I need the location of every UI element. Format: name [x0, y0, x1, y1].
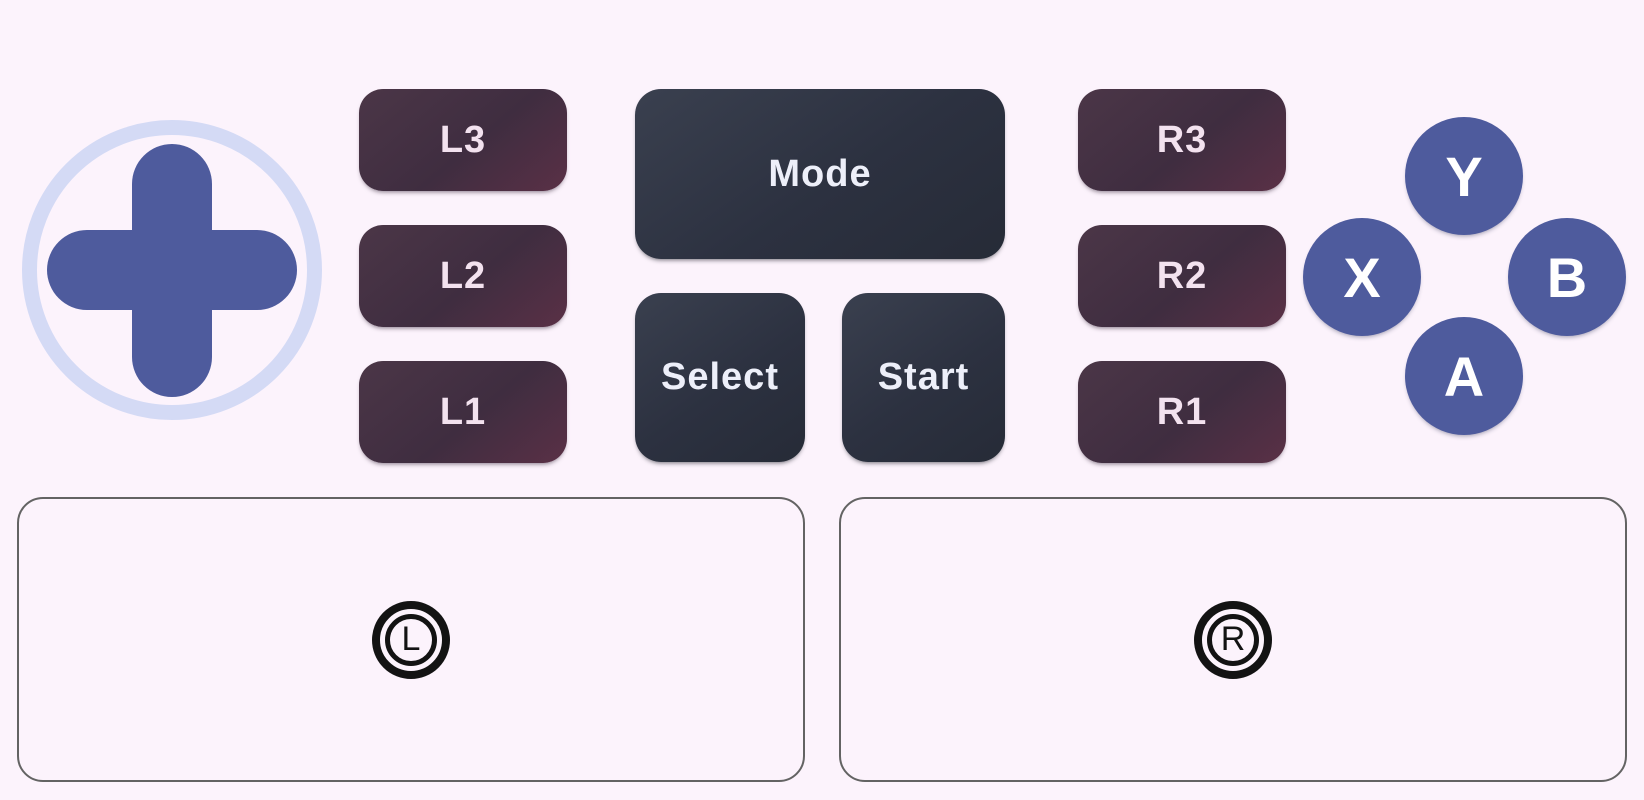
r1-button[interactable]: R1 [1078, 361, 1286, 463]
dpad-vertical-bar [132, 144, 212, 397]
l2-button[interactable]: L2 [359, 225, 567, 327]
left-stick-icon: L [372, 600, 450, 679]
select-button[interactable]: Select [635, 293, 805, 462]
select-start-row: Select Start [635, 293, 1005, 462]
l1-button[interactable]: L1 [359, 361, 567, 463]
r3-button[interactable]: R3 [1078, 89, 1286, 191]
left-stick-letter: L [385, 613, 437, 666]
right-stick-letter: R [1207, 613, 1259, 666]
mode-button[interactable]: Mode [635, 89, 1005, 259]
b-button[interactable]: B [1508, 218, 1626, 336]
start-button[interactable]: Start [842, 293, 1005, 462]
r2-button[interactable]: R2 [1078, 225, 1286, 327]
right-stick-area[interactable]: R [839, 497, 1627, 782]
a-button[interactable]: A [1405, 317, 1523, 435]
dpad-ring [22, 120, 322, 420]
y-button[interactable]: Y [1405, 117, 1523, 235]
right-stick-icon: R [1194, 600, 1272, 679]
menu-button-column: Mode Select Start [635, 89, 1005, 462]
x-button[interactable]: X [1303, 218, 1421, 336]
l3-button[interactable]: L3 [359, 89, 567, 191]
right-trigger-column: R3 R2 R1 [1078, 89, 1286, 463]
left-trigger-column: L3 L2 L1 [359, 89, 567, 463]
left-stick-area[interactable]: L [17, 497, 805, 782]
dpad[interactable] [37, 135, 307, 405]
